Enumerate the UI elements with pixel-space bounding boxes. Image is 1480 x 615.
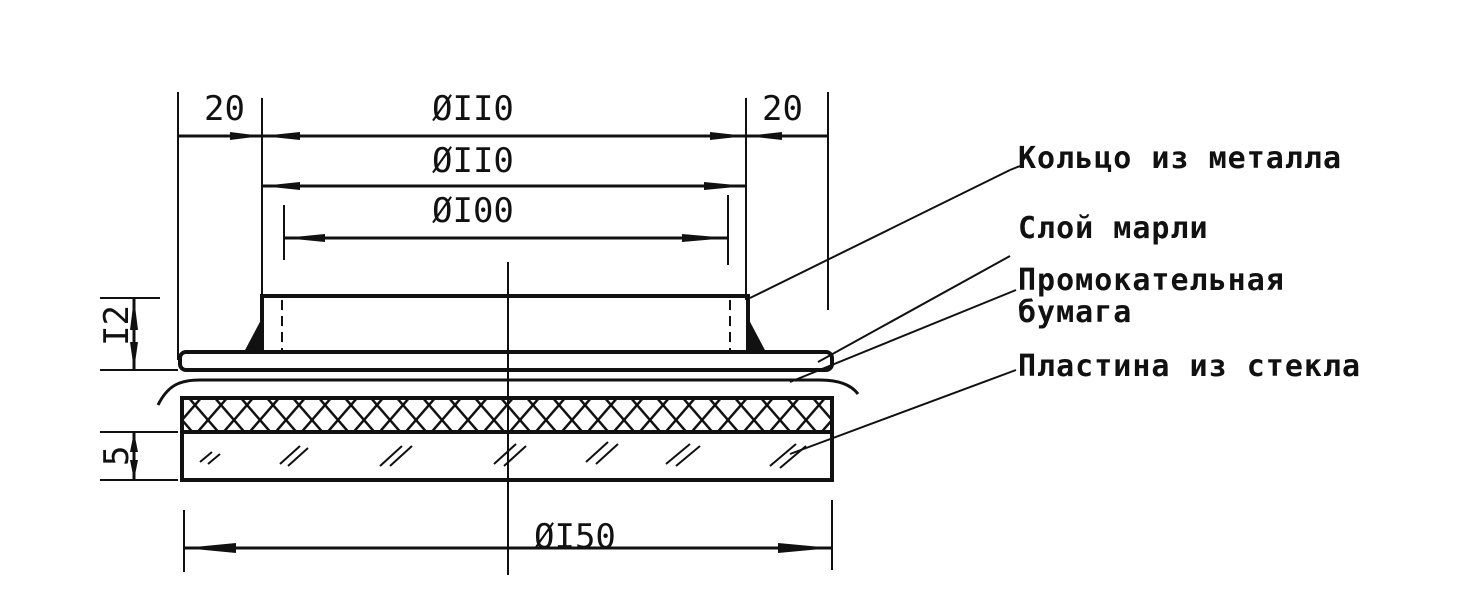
dim-height-ring: I2 [97, 305, 137, 346]
dim-height-glass: 5 [97, 446, 137, 466]
gauze-layer [178, 350, 834, 372]
dimension-lines [130, 132, 832, 553]
label-blotting-paper-2: бумага [1018, 295, 1132, 330]
dim-ring-outer-top: ØII0 [432, 89, 514, 129]
glass-plate [180, 430, 834, 482]
dim-ring-outer: ØII0 [432, 141, 514, 181]
dim-plate-diameter: ØI50 [534, 517, 616, 557]
metal-ring [244, 294, 766, 354]
label-glass-plate: Пластина из стекла [1018, 349, 1361, 384]
label-metal-ring: Кольцо из металла [1018, 141, 1342, 176]
leader-lines [749, 165, 1021, 455]
label-gauze-layer: Слой марли [1018, 211, 1209, 246]
extension-lines [100, 92, 833, 572]
blotting-paper [156, 378, 860, 406]
label-blotting-paper-1: Промокательная [1018, 263, 1285, 298]
dim-gap-left: 20 [204, 89, 245, 129]
dim-ring-inner: ØI00 [432, 191, 514, 231]
dim-gap-right: 20 [762, 89, 803, 129]
hatched-layer [180, 396, 834, 434]
